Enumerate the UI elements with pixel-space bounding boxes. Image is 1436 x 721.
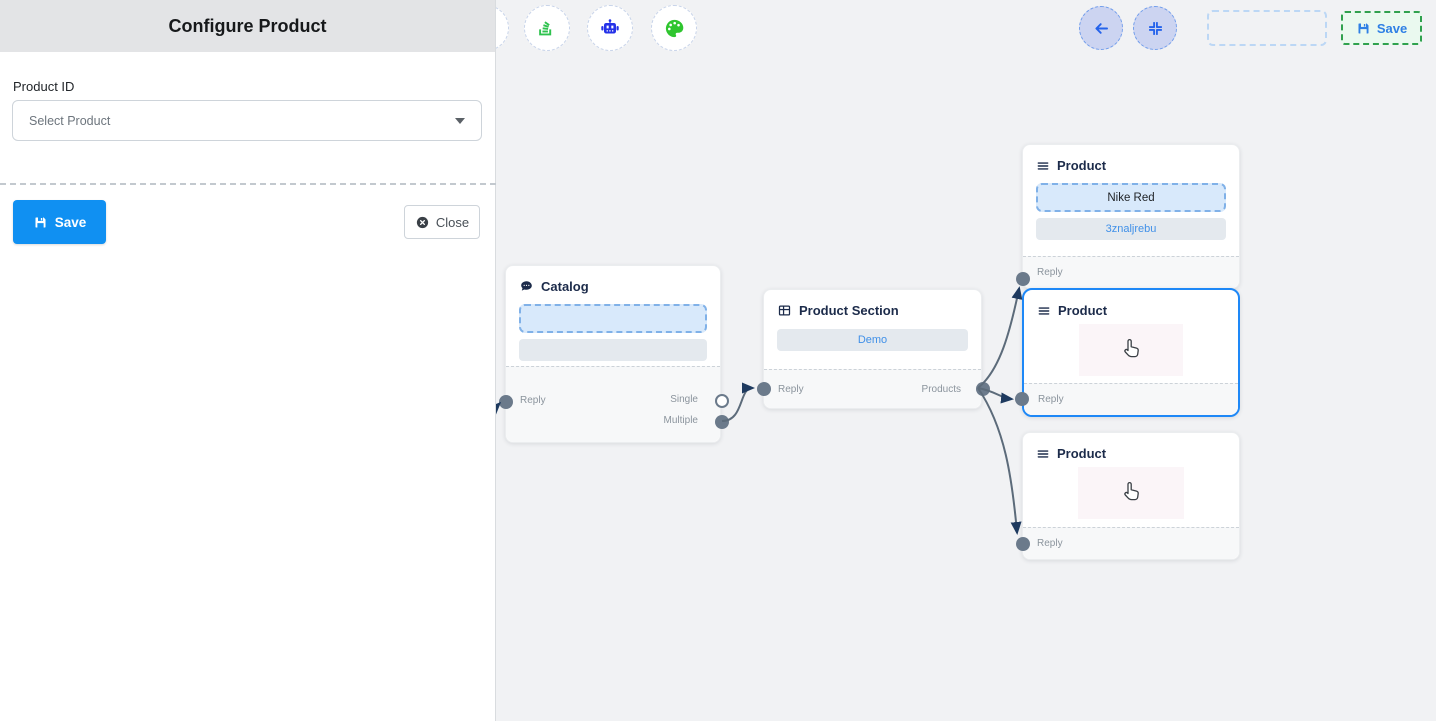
palette-button[interactable]	[651, 5, 697, 51]
hidden-partial-button[interactable]	[496, 5, 509, 51]
menu-icon	[1036, 447, 1050, 461]
product-section-item[interactable]: Demo	[777, 329, 968, 351]
stack-icon	[536, 17, 558, 39]
product-id-label: Product ID	[13, 79, 75, 94]
panel-divider	[0, 183, 496, 185]
configure-product-panel: Configure Product Product ID Select Prod…	[0, 0, 496, 721]
product-section-reply-handle[interactable]	[757, 382, 771, 396]
product-item[interactable]: 3znaljrebu	[1036, 218, 1226, 240]
product-node-top[interactable]: Product Nike Red 3znaljrebu Reply	[1016, 144, 1240, 289]
product-bottom-reply-handle[interactable]	[1016, 537, 1030, 551]
product-node-middle[interactable]: Product Reply	[1015, 288, 1240, 417]
catalog-selected-slot[interactable]	[519, 304, 707, 333]
node-title-label: Product	[1058, 303, 1108, 318]
close-button-label: Close	[435, 214, 470, 230]
reply-handle-label: Reply	[1037, 538, 1063, 549]
product-top-reply-handle[interactable]	[1016, 272, 1030, 286]
panel-header: Configure Product	[0, 0, 495, 52]
edge-products-to-top	[977, 286, 1023, 389]
product-section-node[interactable]: Product Section Demo Reply Products	[757, 289, 990, 409]
palette-icon	[663, 17, 686, 40]
node-title-label: Product Section	[799, 303, 899, 318]
catalog-node-footer: Reply Single Multiple	[506, 366, 720, 442]
product-middle-footer: Reply	[1024, 383, 1238, 415]
save-button-label: Save	[54, 214, 87, 230]
product-id-select[interactable]: Select Product	[12, 100, 482, 141]
node-title-label: Product	[1057, 158, 1107, 173]
hand-cursor-icon	[1119, 337, 1143, 363]
stack-button[interactable]	[524, 5, 570, 51]
menu-icon	[1037, 304, 1051, 318]
products-handle-label: Products	[921, 384, 961, 395]
product-top-footer: Reply	[1023, 256, 1239, 288]
hand-cursor-icon	[1119, 480, 1143, 506]
close-button[interactable]: Close	[404, 205, 480, 239]
canvas-save-button[interactable]: Save	[1341, 11, 1422, 45]
fit-view-button[interactable]	[1133, 6, 1177, 50]
fit-view-icon	[1147, 20, 1164, 37]
panel-title: Configure Product	[168, 15, 327, 36]
catalog-multiple-handle[interactable]	[715, 415, 729, 429]
catalog-single-handle[interactable]	[715, 394, 729, 408]
reply-handle-label: Reply	[778, 384, 804, 395]
product-item-selected[interactable]: Nike Red	[1036, 183, 1226, 212]
node-title-label: Catalog	[541, 279, 589, 294]
multiple-handle-label: Multiple	[663, 415, 698, 426]
chevron-down-icon	[455, 117, 465, 124]
reply-handle-label: Reply	[1038, 394, 1064, 405]
reply-handle-label: Reply	[1037, 267, 1063, 278]
save-icon	[33, 215, 48, 230]
close-icon	[415, 215, 430, 230]
save-button[interactable]: Save	[13, 200, 106, 244]
reply-handle-label: Reply	[520, 395, 546, 406]
edge-incoming-catalog	[496, 401, 502, 415]
product-bottom-footer: Reply	[1023, 527, 1239, 559]
single-handle-label: Single	[670, 394, 698, 405]
product-section-products-handle[interactable]	[976, 382, 990, 396]
cursor-placeholder	[1079, 324, 1183, 376]
back-button[interactable]	[1079, 6, 1123, 50]
catalog-node[interactable]: Catalog Reply Single Multiple	[499, 265, 729, 443]
robot-icon	[598, 16, 622, 40]
edge-products-to-bottom	[977, 387, 1022, 535]
product-section-footer: Reply Products	[764, 369, 981, 408]
canvas-save-label: Save	[1376, 20, 1408, 36]
save-icon	[1356, 21, 1371, 36]
product-node-bottom[interactable]: Product Reply	[1016, 432, 1240, 560]
catalog-empty-slot[interactable]	[519, 339, 707, 361]
catalog-reply-handle[interactable]	[499, 395, 513, 409]
robot-button[interactable]	[587, 5, 633, 51]
empty-dashed-box[interactable]	[1207, 10, 1327, 46]
table-icon	[777, 303, 792, 318]
node-title-label: Product	[1057, 446, 1107, 461]
select-placeholder: Select Product	[29, 113, 111, 128]
cursor-placeholder	[1078, 467, 1184, 519]
chat-icon	[519, 279, 534, 294]
product-middle-reply-handle[interactable]	[1015, 392, 1029, 406]
menu-icon	[1036, 159, 1050, 173]
arrow-left-icon	[1092, 19, 1111, 38]
flow-canvas[interactable]: Save Catalog Reply Single Multiple	[496, 0, 1436, 721]
